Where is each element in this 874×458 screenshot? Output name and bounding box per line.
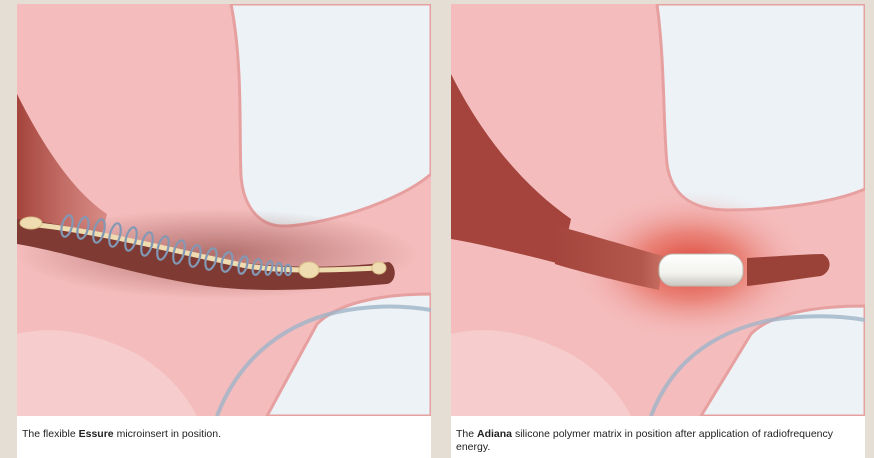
essure-bead bbox=[299, 262, 319, 278]
essure-caption: The flexible Essure microinsert in posit… bbox=[22, 428, 423, 458]
essure-illustration bbox=[17, 4, 431, 416]
essure-proximal-tip bbox=[20, 217, 42, 229]
silicone-matrix bbox=[659, 254, 743, 286]
adiana-illustration bbox=[451, 4, 865, 416]
adiana-caption: The Adiana silicone polymer matrix in po… bbox=[456, 428, 857, 458]
upper-cavity bbox=[657, 4, 865, 210]
essure-distal-tip bbox=[372, 262, 386, 274]
upper-cavity bbox=[231, 4, 431, 226]
adiana-panel: The Adiana silicone polymer matrix in po… bbox=[451, 4, 865, 458]
essure-panel: The flexible Essure microinsert in posit… bbox=[17, 4, 431, 458]
